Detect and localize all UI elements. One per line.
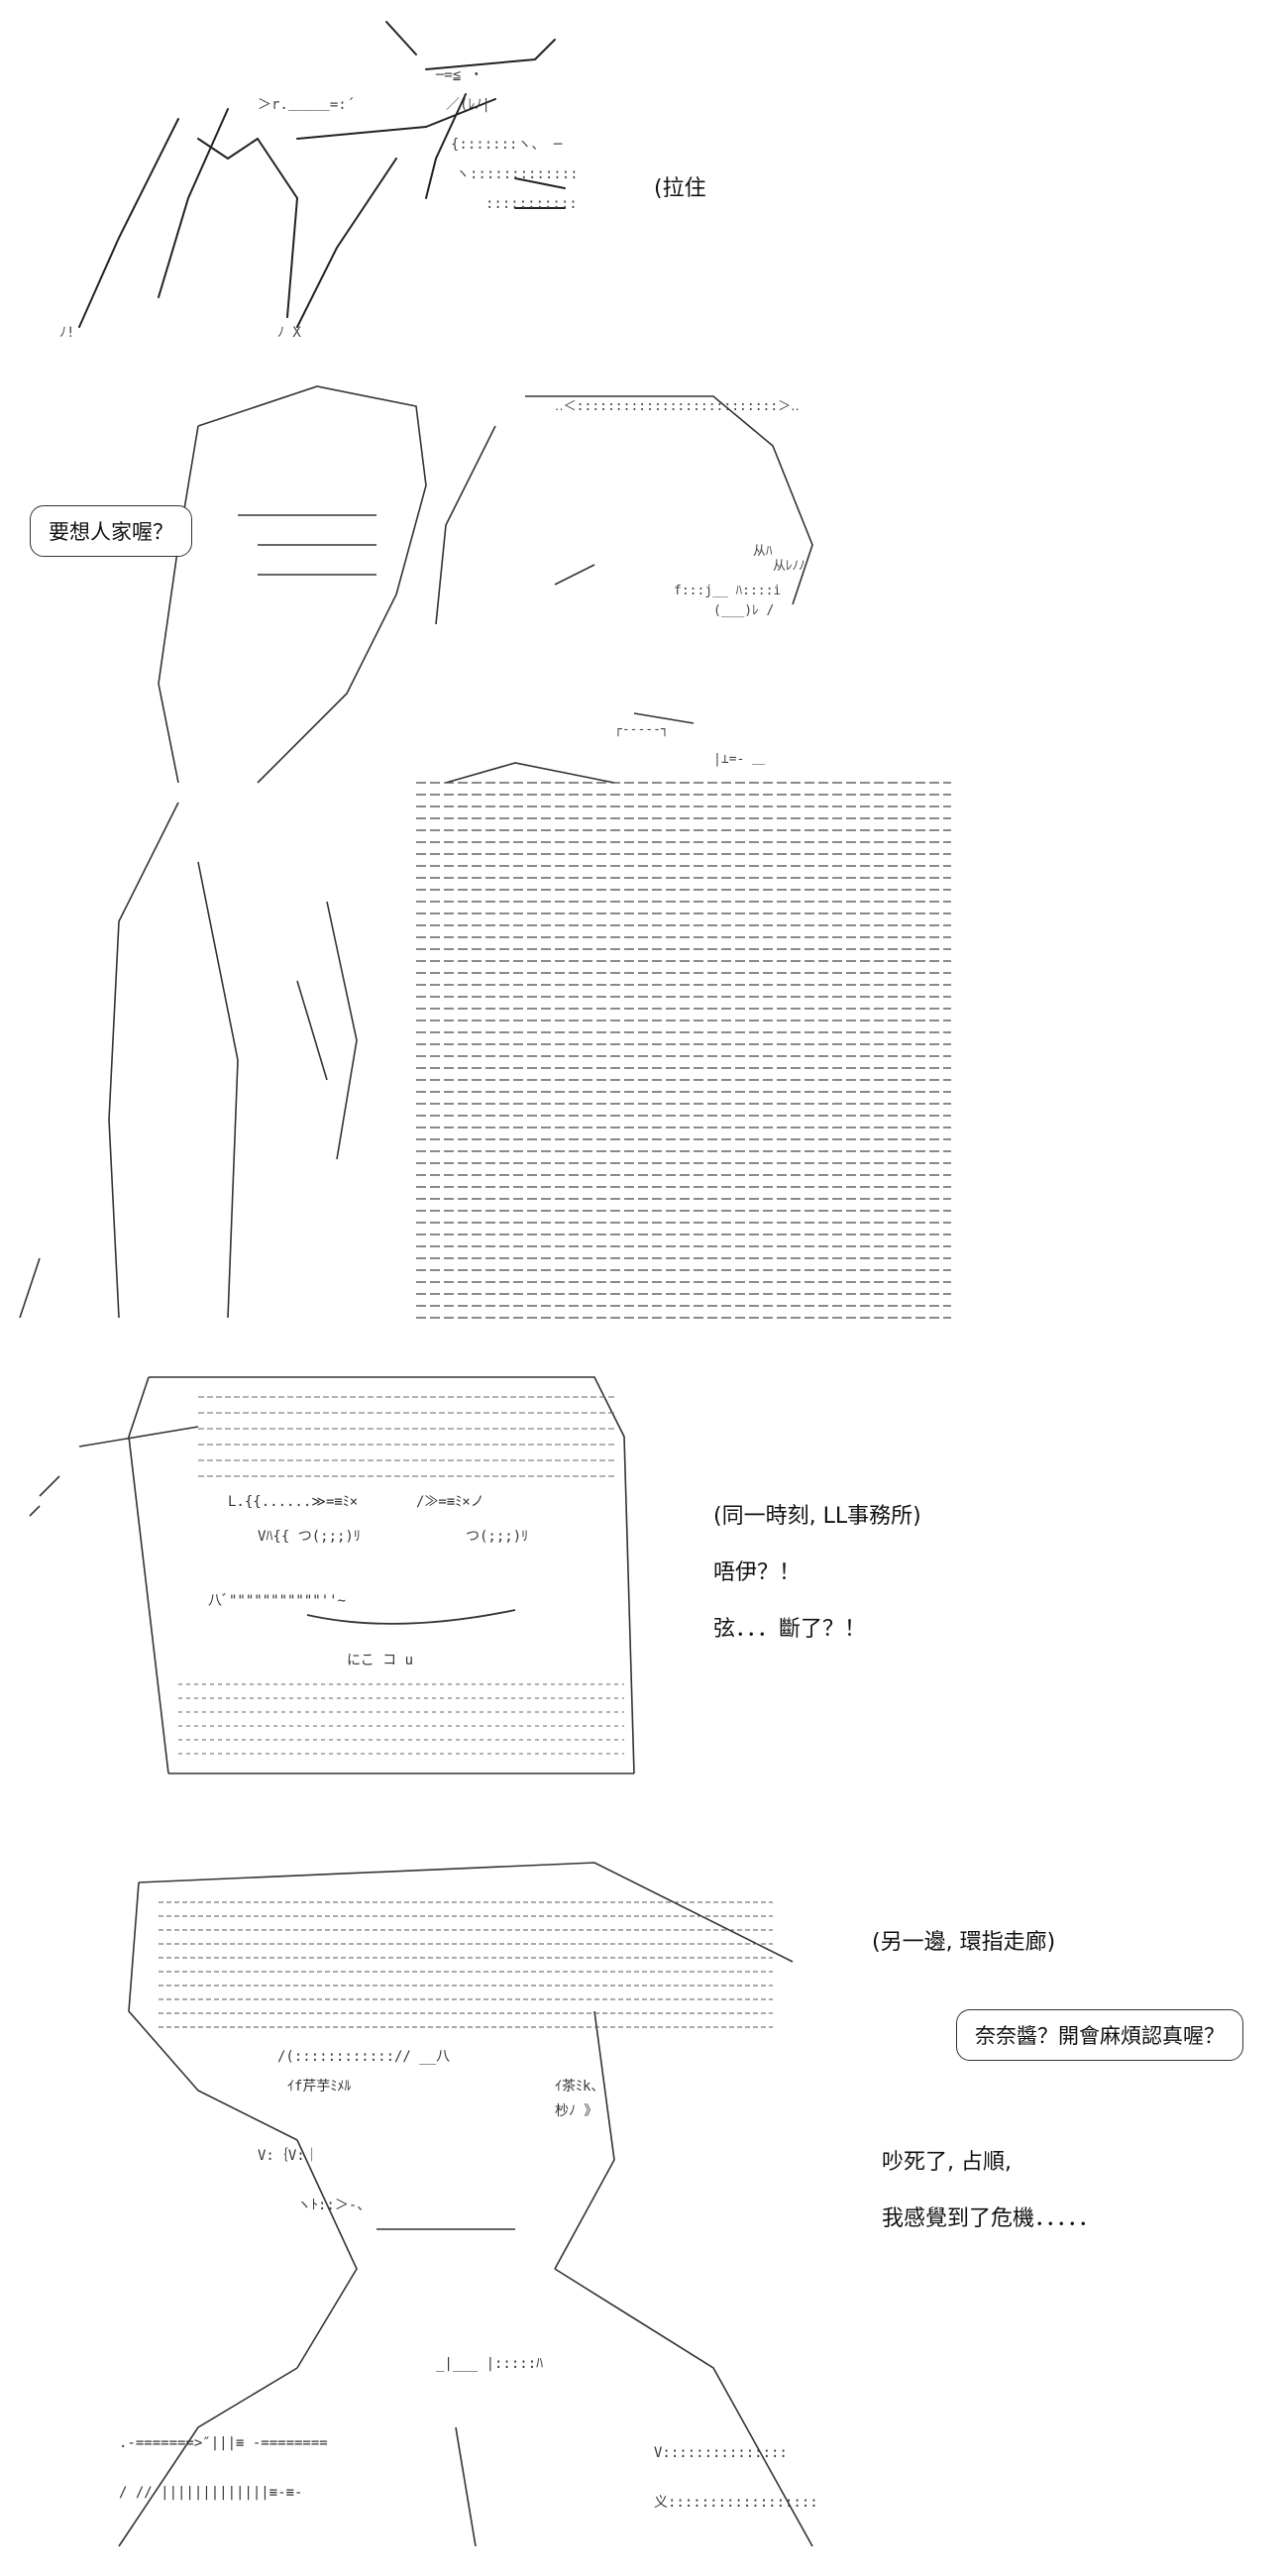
svg-text:V:::::::::::::::: V:::::::::::::::	[654, 2445, 788, 2461]
speech-text: 要想人家喔？	[49, 520, 173, 544]
speech-text: 奈奈醬？開會麻煩認真喔？	[975, 2024, 1225, 2048]
svg-text:{:::::::ヽ、 ─: {:::::::ヽ、 ─	[451, 137, 563, 153]
svg-text:ｲf芹芋ﾐﾒﾙ: ｲf芹芋ﾐﾒﾙ	[287, 2079, 351, 2094]
svg-text:/≫=≡ﾐ×ノ: /≫=≡ﾐ×ノ	[416, 1494, 484, 1510]
panel-2: ‥＜::::::::::::::::::::::::::＞‥ 从ﾊ 从ﾚﾉﾉ f…	[0, 367, 1288, 1338]
panel-4-line2: 我感覺到了危機．．．．．	[882, 2206, 1101, 2231]
svg-text:八ﾞ"""""""""""''~: 八ﾞ"""""""""""''~	[208, 1593, 346, 1609]
svg-text:_|___ |:::::ﾊ: _|___ |:::::ﾊ	[436, 2356, 543, 2372]
svg-text:f:::j__ ﾊ::::i: f:::j__ ﾊ::::i	[674, 584, 781, 598]
svg-text:ﾉ X: ﾉ X	[277, 325, 301, 341]
svg-text:ｲ茶ﾐk、: ｲ茶ﾐk、	[555, 2079, 604, 2094]
panel-1: ─=≦ ・ ／(ﾚﾉ| {:::::::ヽ、 ─ ヽ::::::::::::: …	[0, 0, 1288, 357]
ascii-art-girl-sensing: /(::::::::::::// __八 ｲf芹芋ﾐﾒﾙ ｲ茶ﾐk、 杪ﾉ 》 …	[118, 1862, 818, 2547]
svg-text:ヽﾄ::＞-、: ヽﾄ::＞-、	[297, 2198, 371, 2213]
svg-text:(___)ﾚ /: (___)ﾚ /	[713, 603, 774, 618]
svg-text:/(::::::::::::// __八: /(::::::::::::// __八	[277, 2049, 450, 2065]
svg-text:从ﾊ: 从ﾊ	[753, 544, 773, 559]
svg-text:.-=======>″|||≡ -========: .-=======>″|||≡ -========	[119, 2435, 328, 2451]
panel-4-caption: (另一邊, 環指走廊)	[872, 1930, 1056, 1955]
panel-4-line1: 吵死了, 占順,	[882, 2150, 1012, 2175]
panel-3-caption: (同一時刻, LL事務所)	[713, 1504, 921, 1529]
svg-text:ﾉ!: ﾉ!	[59, 325, 74, 341]
ascii-art-hand-pulling: ─=≦ ・ ／(ﾚﾉ| {:::::::ヽ、 ─ ヽ::::::::::::: …	[59, 21, 579, 341]
ascii-art-girls-closeup: ‥＜::::::::::::::::::::::::::＞‥ 从ﾊ 从ﾚﾉﾉ f…	[19, 385, 951, 1319]
svg-text:/ // |||||||||||||≡-≡-: / // |||||||||||||≡-≡-	[119, 2485, 302, 2501]
svg-text:|⊥=- ＿: |⊥=- ＿	[713, 752, 765, 767]
svg-text:／(ﾚﾉ|: ／(ﾚﾉ|	[446, 97, 490, 113]
speech-bubble-left: 要想人家喔？	[30, 505, 192, 557]
svg-text::::::::::::: :::::::::::	[485, 196, 578, 212]
svg-text:＞r.＿＿＿=:´: ＞r.＿＿＿=:´	[258, 97, 355, 113]
panel-4: /(::::::::::::// __八 ｲf芹芋ﾐﾒﾙ ｲ茶ﾐk、 杪ﾉ 》 …	[0, 1813, 1288, 2576]
svg-text:にこ コ u: にこ コ u	[347, 1653, 413, 1668]
svg-text:Vﾊ{{ つ(;;;)ﾘ: Vﾊ{{ つ(;;;)ﾘ	[258, 1529, 361, 1545]
svg-text:杪ﾉ 》: 杪ﾉ 》	[555, 2103, 597, 2119]
svg-text:つ(;;;)ﾘ: つ(;;;)ﾘ	[466, 1529, 528, 1545]
svg-text:从ﾚﾉﾉ: 从ﾚﾉﾉ	[773, 559, 805, 574]
svg-text:L.{{......≫=≡ﾐ×: L.{{......≫=≡ﾐ×	[228, 1494, 358, 1510]
panel-1-caption: (拉住	[654, 176, 706, 201]
svg-text:┌‐‐‐‐‐┐: ┌‐‐‐‐‐┐	[614, 722, 669, 737]
svg-text:─=≦ ・: ─=≦ ・	[435, 67, 483, 83]
panel-3: L.{{......≫=≡ﾐ× /≫=≡ﾐ×ノ Vﾊ{{ つ(;;;)ﾘ つ(;…	[0, 1357, 1288, 1793]
ascii-art-shocked-girl: L.{{......≫=≡ﾐ× /≫=≡ﾐ×ノ Vﾊ{{ つ(;;;)ﾘ つ(;…	[29, 1376, 635, 1774]
panel-3-line1: 唔伊？！	[713, 1560, 802, 1585]
panel-3-line2: 弦．．．斷了？！	[713, 1617, 867, 1642]
svg-text:‥＜::::::::::::::::::::::::::＞‥: ‥＜::::::::::::::::::::::::::＞‥	[555, 399, 800, 414]
svg-text:V:｛V:｜: V:｛V:｜	[258, 2148, 319, 2164]
svg-text:ヽ:::::::::::::: ヽ:::::::::::::	[456, 166, 579, 182]
speech-bubble-right: 奈奈醬？開會麻煩認真喔？	[956, 2009, 1243, 2061]
svg-text:义::::::::::::::::::: 义::::::::::::::::::	[654, 2495, 818, 2511]
